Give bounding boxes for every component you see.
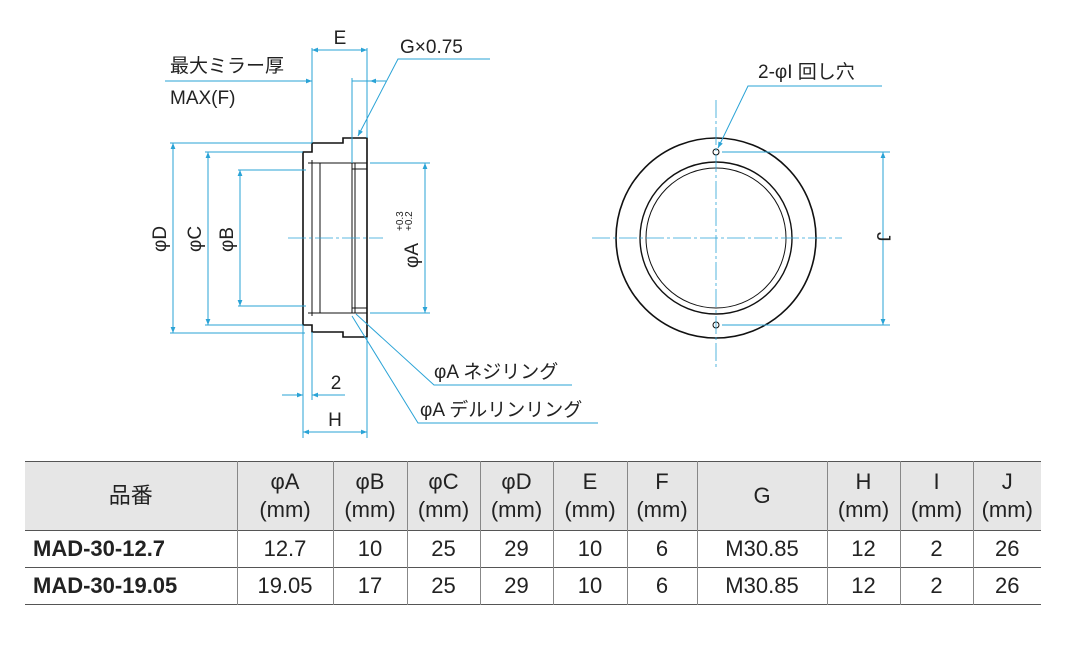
dim-h-label: H [328, 410, 342, 431]
table-header-row: 品番 φA(mm) φB(mm) φC(mm) φD(mm) E(mm) F(m… [25, 461, 1041, 531]
header-part: 品番 [108, 483, 153, 508]
header-g: G [696, 461, 827, 531]
table-cell: 17 [332, 567, 407, 605]
table-cell: 26 [972, 567, 1041, 605]
table-cell: 29 [479, 567, 553, 605]
front-view: J 2-φI 回し穴 [592, 61, 893, 368]
header-j: J(mm) [972, 461, 1041, 531]
table-cell: M30.85 [696, 530, 827, 568]
table-cell: 19.05 [236, 567, 333, 605]
delrin-ring-leader [351, 315, 598, 424]
header-b: φB(mm) [332, 461, 407, 531]
dim-a-tol-upper: +0.3 [395, 211, 406, 231]
dim-a-label: φA [402, 243, 423, 268]
header-i: I(mm) [899, 461, 973, 531]
table-cell: 2 [899, 567, 973, 605]
hole-leader [717, 85, 882, 149]
table-cell: 6 [626, 567, 697, 605]
header-e: E(mm) [552, 461, 627, 531]
header-c: φC(mm) [406, 461, 480, 531]
side-view: E 最大ミラー厚 MAX(F) G×0.75 φD φC φB φA +0.3 … [150, 28, 598, 438]
table-cell: 25 [406, 530, 480, 568]
table-cell: 10 [552, 567, 627, 605]
part-number: MAD-30-12.7 [33, 536, 166, 561]
dim-j-label: J [872, 232, 893, 242]
header-a: φA(mm) [236, 461, 333, 531]
header-f: F(mm) [626, 461, 697, 531]
table-cell: M30.85 [696, 567, 827, 605]
table-cell: 12 [826, 567, 900, 605]
header-h: H(mm) [826, 461, 900, 531]
table-cell: 10 [332, 530, 407, 568]
header-d: φD(mm) [479, 461, 553, 531]
adapter-side-outline [302, 137, 368, 338]
dim-b-label: φB [217, 227, 238, 252]
table-cell: 6 [626, 530, 697, 568]
dim-e-label: E [334, 28, 347, 49]
dim-2-label: 2 [331, 373, 342, 394]
table-cell: 12 [826, 530, 900, 568]
table-cell: 12.7 [236, 530, 333, 568]
table-cell: 2 [899, 530, 973, 568]
table-cell: 10 [552, 530, 627, 568]
delrin-ring-label: φA デルリンリング [420, 399, 582, 421]
technical-drawing: E 最大ミラー厚 MAX(F) G×0.75 φD φC φB φA +0.3 … [150, 28, 893, 438]
part-number: MAD-30-19.05 [33, 573, 178, 598]
table-cell: 25 [406, 567, 480, 605]
spec-table: 品番 φA(mm) φB(mm) φC(mm) φD(mm) E(mm) F(m… [25, 461, 1041, 605]
max-f-label: MAX(F) [170, 88, 235, 109]
screw-ring-leader [355, 313, 572, 386]
max-mirror-thickness-label: 最大ミラー厚 [170, 55, 284, 77]
dim-d-label: φD [150, 226, 171, 252]
dim-c-label: φC [185, 226, 206, 252]
thread-label: G×0.75 [400, 37, 463, 58]
screw-ring-label: φA ネジリング [434, 361, 558, 383]
hole-label: 2-φI 回し穴 [758, 61, 855, 83]
thread-leader [357, 58, 490, 137]
table-cell: 26 [972, 530, 1041, 568]
dim-a-tol-lower: +0.2 [404, 211, 415, 231]
table-cell: 29 [479, 530, 553, 568]
